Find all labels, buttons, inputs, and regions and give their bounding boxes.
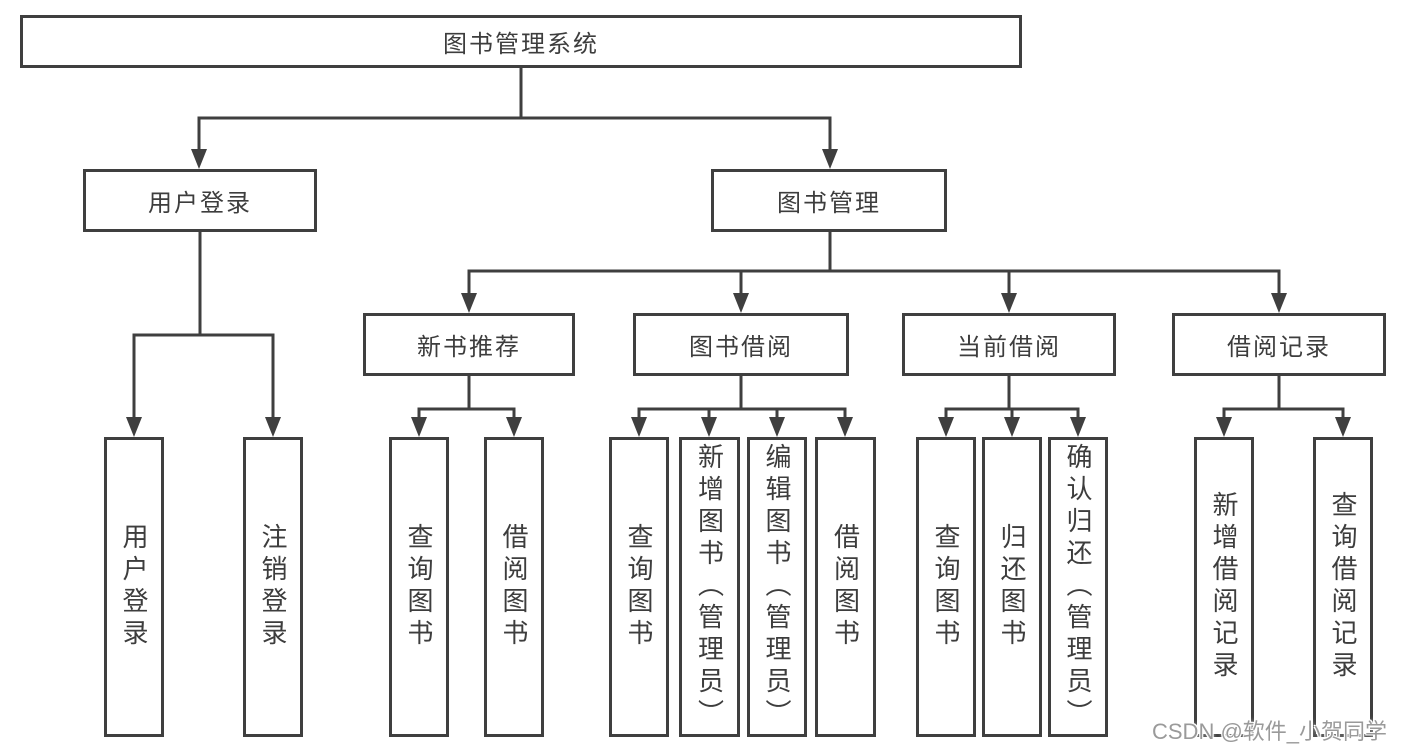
leaf-node-query-borrow-record: 查询借阅记录: [1313, 437, 1373, 737]
leaf-node-borrow-books: 借阅图书: [484, 437, 544, 737]
leaf-node-add-borrow-record: 新增借阅记录: [1194, 437, 1254, 737]
arrowheads: [126, 149, 1351, 437]
root-node-label: 图书管理系统: [443, 31, 599, 58]
group-node-new-book-recommend: 新书推荐: [363, 313, 575, 376]
group-node-borrow-records: 借阅记录: [1172, 313, 1386, 376]
branch-node-user-login: 用户登录: [83, 169, 317, 232]
csdn-watermark: CSDN @软件_小贺同学: [1152, 719, 1388, 744]
branch-node-label: 用户登录: [148, 190, 252, 217]
leaf-node-query-books: 查询图书: [609, 437, 669, 737]
group-node-current-borrow: 当前借阅: [902, 313, 1116, 376]
group-node-label: 图书借阅: [689, 334, 793, 361]
leaf-node-user-login: 用户登录: [104, 437, 164, 737]
leaf-node-logout: 注销登录: [243, 437, 303, 737]
leaf-node-add-books-admin: 新增图书（管理员）: [679, 437, 740, 737]
leaf-node-label: 新增借阅记录: [1209, 491, 1239, 683]
leaf-node-label: 编辑图书（管理员）: [762, 443, 792, 731]
leaf-node-label: 借阅图书: [830, 523, 861, 651]
leaf-node-label: 注销登录: [258, 523, 288, 651]
leaf-node-label: 查询借阅记录: [1328, 491, 1358, 683]
group-node-label: 新书推荐: [417, 334, 521, 361]
leaf-node-borrow-books: 借阅图书: [815, 437, 876, 737]
leaf-node-label: 查询图书: [931, 523, 961, 651]
leaf-node-label: 查询图书: [624, 523, 654, 651]
leaf-node-label: 查询图书: [404, 523, 434, 651]
root-node-library-system: 图书管理系统: [20, 15, 1022, 68]
leaf-node-query-books: 查询图书: [389, 437, 449, 737]
branch-node-book-management: 图书管理: [711, 169, 947, 232]
group-node-label: 当前借阅: [957, 334, 1061, 361]
group-node-label: 借阅记录: [1227, 334, 1331, 361]
group-node-book-borrow: 图书借阅: [633, 313, 849, 376]
leaf-node-label: 确认归还（管理员）: [1063, 443, 1093, 731]
leaf-node-label: 用户登录: [119, 523, 149, 651]
leaf-node-query-books: 查询图书: [916, 437, 976, 737]
leaf-node-label: 新增图书（管理员）: [694, 443, 725, 731]
leaf-node-label: 归还图书: [997, 523, 1027, 651]
leaf-node-return-books: 归还图书: [982, 437, 1042, 737]
leaf-node-confirm-return-admin: 确认归还（管理员）: [1048, 437, 1108, 737]
leaf-node-label: 借阅图书: [499, 523, 529, 651]
leaf-node-edit-books-admin: 编辑图书（管理员）: [747, 437, 807, 737]
branch-node-label: 图书管理: [777, 190, 881, 217]
